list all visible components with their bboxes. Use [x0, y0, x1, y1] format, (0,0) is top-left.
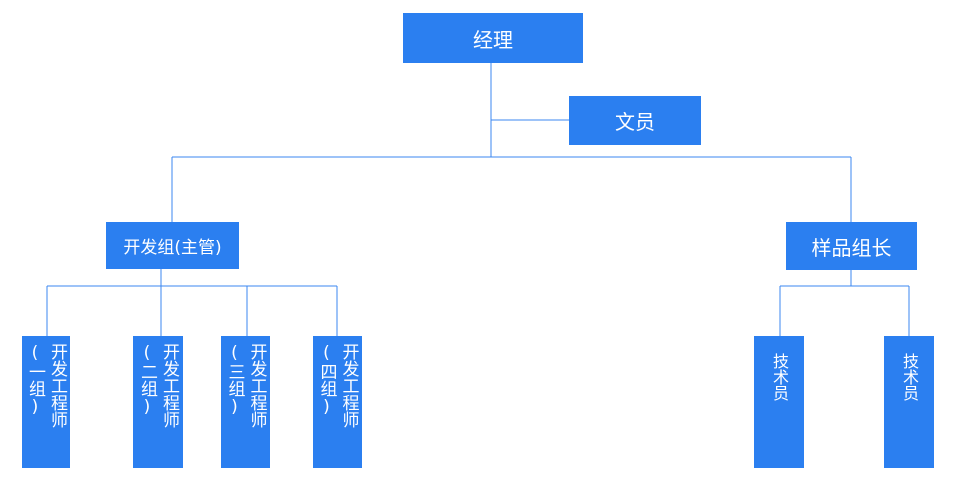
technician-2-title: 技术员 [900, 353, 919, 401]
node-manager: 经理 [403, 13, 583, 63]
node-dev-engineer-4: 开发工程师 (四组) [313, 336, 362, 468]
technician-1-title: 技术员 [770, 353, 789, 401]
dev-engineer-2-group: (二组) [137, 343, 157, 417]
node-sample-lead-label: 样品组长 [811, 235, 892, 260]
node-technician-2: 技术员 [884, 336, 934, 468]
dev-engineer-4-group: (四组) [316, 343, 337, 417]
node-clerk-label: 文员 [615, 110, 655, 134]
node-dev-lead: 开发组(主管) [106, 222, 239, 269]
node-manager-label: 经理 [473, 27, 513, 52]
dev-engineer-2-title: 开发工程师 [159, 343, 179, 428]
dev-engineer-3-group: (三组) [224, 343, 245, 417]
node-dev-engineer-3: 开发工程师 (三组) [221, 336, 270, 468]
node-sample-lead: 样品组长 [786, 222, 917, 270]
node-dev-lead-label: 开发组(主管) [123, 238, 222, 258]
node-dev-engineer-1: 开发工程师 (一组) [22, 336, 70, 468]
dev-engineer-3-title: 开发工程师 [246, 343, 267, 428]
node-dev-engineer-2: 开发工程师 (二组) [133, 336, 183, 468]
dev-engineer-4-title: 开发工程师 [338, 343, 359, 428]
node-technician-1: 技术员 [754, 336, 804, 468]
dev-engineer-1-title: 开发工程师 [47, 343, 67, 428]
dev-engineer-1-group: (一组) [25, 343, 45, 417]
node-clerk: 文员 [569, 96, 701, 145]
